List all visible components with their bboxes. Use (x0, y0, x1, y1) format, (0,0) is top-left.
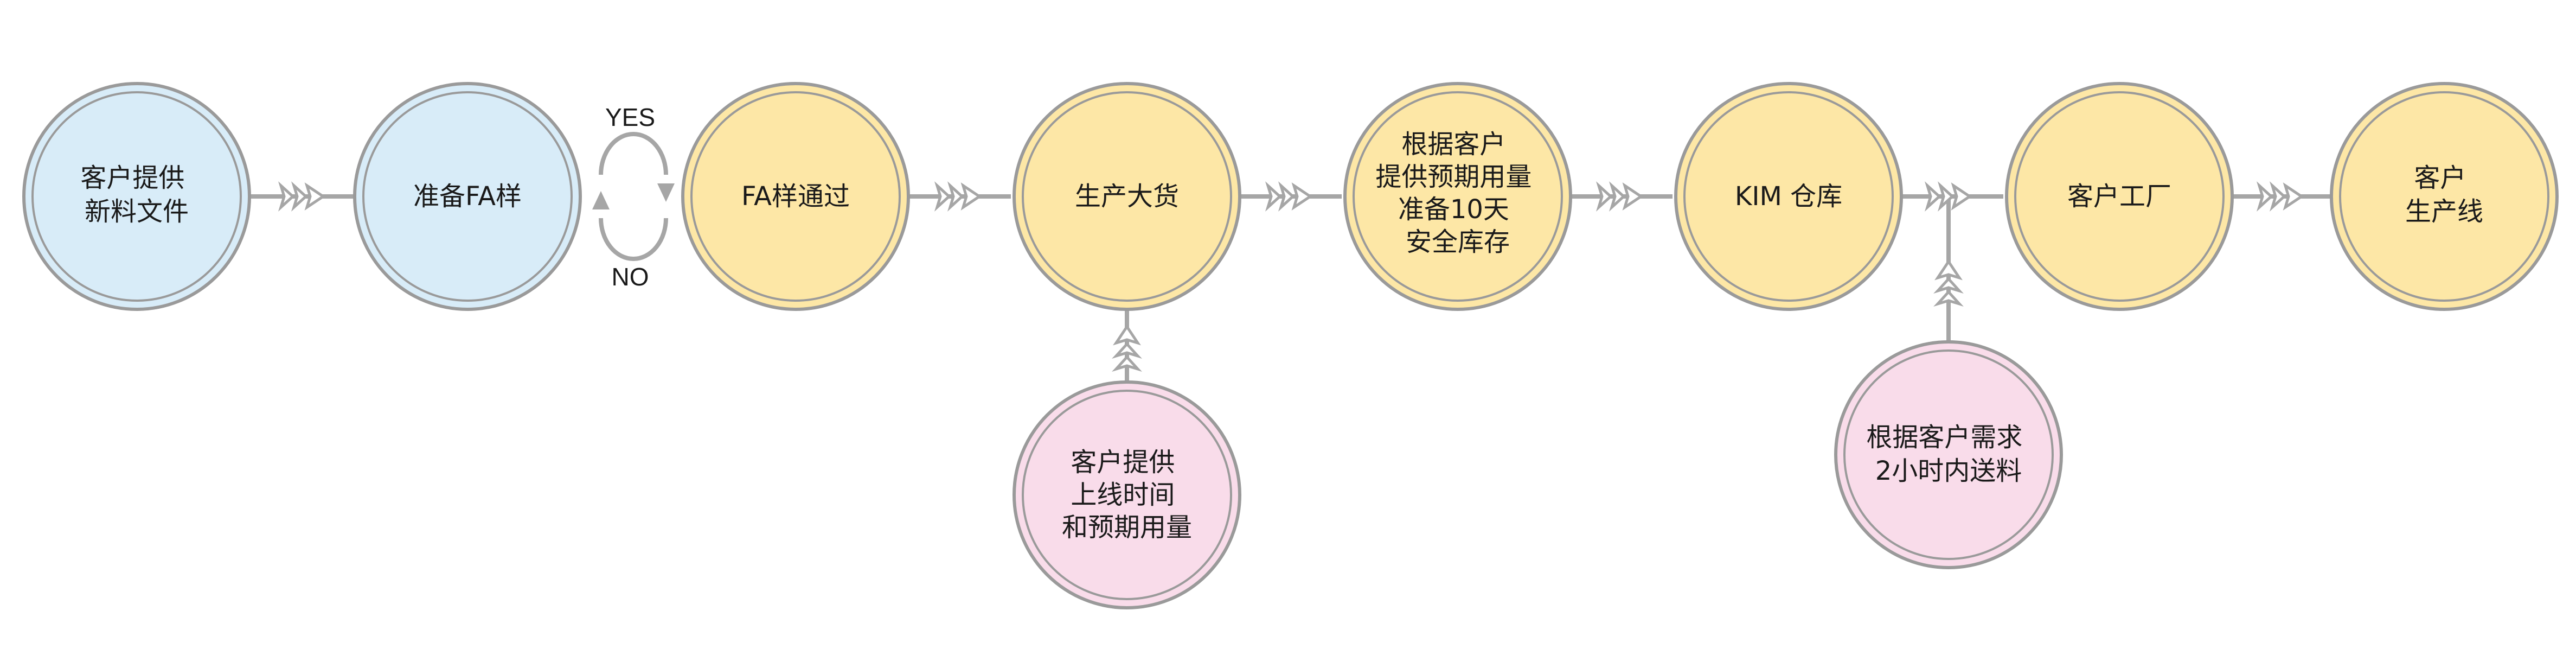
node-n1-line-1: 客户提供 (80, 163, 184, 193)
node-s1-line-2: 上线时间 (1071, 480, 1175, 510)
svg-text:根据客户需求 2小时内送料: 根据客户需求 2小时内送料 (1866, 422, 2030, 486)
loop-yes-label: YES (605, 103, 655, 131)
node-kim-warehouse: KIM 仓库 (1674, 82, 1903, 311)
yes-no-loop: YES NO (592, 103, 675, 291)
loop-arc-no (599, 218, 668, 261)
node-customer-factory: 客户工厂 (2005, 82, 2234, 311)
loop-arc-yes (599, 132, 668, 175)
svg-text:客户工厂: 客户工厂 (2067, 181, 2171, 212)
node-n1-line-2: 新料文件 (85, 196, 189, 227)
svg-text:客户 生产线: 客户 生产线 (2405, 163, 2483, 227)
node-n5-line-3: 准备10天 (1398, 194, 1509, 225)
node-n7-line-1: 客户工厂 (2067, 181, 2171, 212)
node-s1-line-1: 客户提供 (1071, 447, 1175, 478)
arrow-n5-n6 (1596, 181, 1644, 212)
node-s2-line-2: 2小时内送料 (1875, 456, 2022, 486)
node-n2-line-1: 准备FA样 (413, 181, 522, 212)
node-n8-line-1: 客户 (2414, 163, 2466, 193)
arrow-s2-join (1933, 259, 1964, 307)
arrow-s1-n4 (1112, 324, 1142, 372)
node-n5-line-4: 安全库存 (1406, 227, 1510, 257)
svg-text:客户提供 新料文件: 客户提供 新料文件 (80, 163, 193, 227)
svg-text:FA样通过: FA样通过 (741, 181, 850, 212)
svg-text:准备FA样: 准备FA样 (413, 181, 522, 212)
node-n5-line-1: 根据客户 (1401, 129, 1505, 160)
svg-text:根据客户 提供预期用量 准备10天: 根据客户 提供预期用量 准备10天 安全库存 (1375, 129, 1540, 257)
node-n6-line-1: KIM 仓库 (1735, 181, 1842, 212)
arrow-n3-n4 (934, 181, 982, 212)
node-n5-line-2: 提供预期用量 (1375, 162, 1531, 192)
node-customer-provides-schedule: 客户提供 上线时间 和预期用量 (1013, 380, 1241, 609)
node-n4-line-1: 生产大货 (1075, 181, 1179, 212)
svg-text:KIM 仓库: KIM 仓库 (1735, 181, 1842, 212)
node-customer-production-line: 客户 生产线 (2330, 82, 2559, 311)
arrow-n7-n8 (2257, 181, 2304, 212)
loop-no-label: NO (612, 263, 649, 291)
node-n8-line-2: 生产线 (2405, 196, 2483, 227)
arrow-n4-n5 (1265, 181, 1313, 212)
node-prepare-fa-sample: 准备FA样 (353, 82, 582, 311)
node-two-hour-delivery: 根据客户需求 2小时内送料 (1834, 340, 2063, 569)
node-fa-sample-approved: FA样通过 (681, 82, 910, 311)
node-safety-stock: 根据客户 提供预期用量 准备10天 安全库存 (1343, 82, 1572, 311)
node-s2-line-1: 根据客户需求 (1866, 422, 2022, 453)
loop-arrowhead-yes (657, 183, 675, 202)
node-s1-line-3: 和预期用量 (1062, 512, 1192, 543)
node-mass-production: 生产大货 (1013, 82, 1241, 311)
loop-arrowhead-no (592, 191, 610, 209)
node-n3-line-1: FA样通过 (741, 181, 850, 212)
arrow-n6-n7 (1925, 181, 1972, 212)
arrow-n1-n2 (278, 181, 326, 212)
node-customer-provides-new-material-file: 客户提供 新料文件 (22, 82, 251, 311)
svg-text:生产大货: 生产大货 (1075, 181, 1179, 212)
svg-text:客户提供 上线时间 和预期用量: 客户提供 上线时间 和预期用量 (1062, 447, 1192, 543)
